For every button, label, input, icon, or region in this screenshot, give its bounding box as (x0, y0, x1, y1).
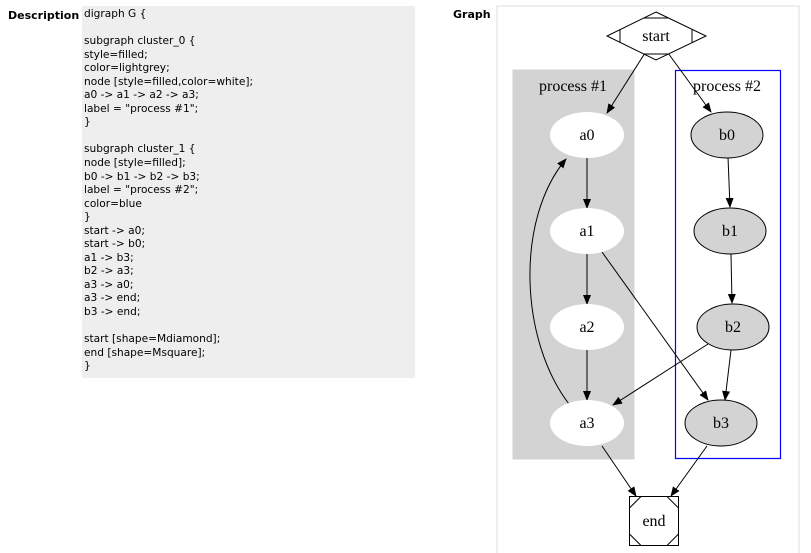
edge-b3-end (670, 445, 708, 497)
cluster-process-1-label: process #1 (539, 78, 607, 95)
cluster-process-2 (674, 69, 782, 460)
description-code-box: digraph G { subgraph cluster_0 { style=f… (82, 6, 415, 378)
graph-label: Graph (453, 8, 491, 21)
node-a1: a1 (550, 208, 624, 254)
edge-b2-b3 (722, 349, 732, 401)
svg-text:b0: b0 (719, 127, 735, 144)
edge-b2-a3 (612, 343, 709, 406)
svg-text:a0: a0 (579, 127, 594, 144)
svg-text:start: start (642, 28, 670, 45)
node-b2: b2 (696, 303, 770, 351)
svg-text:b3: b3 (713, 415, 729, 432)
node-a2: a2 (550, 304, 624, 350)
edge-b0-b1 (725, 156, 734, 208)
edge-start-a0 (606, 52, 646, 114)
graph-edges (529, 52, 736, 497)
edge-b1-b2 (727, 253, 736, 304)
description-label: Description (8, 9, 80, 22)
svg-text:end: end (642, 513, 665, 530)
cluster-process-2-label: process #2 (693, 78, 761, 95)
node-start: start (605, 11, 708, 61)
node-a0: a0 (550, 112, 624, 158)
node-b0: b0 (690, 111, 764, 159)
dot-source-code: digraph G { subgraph cluster_0 { style=f… (84, 8, 254, 373)
edge-a3-end (601, 445, 637, 497)
node-b1: b1 (693, 207, 767, 255)
edge-a1-b3 (601, 251, 709, 401)
edge-start-b0 (667, 52, 712, 113)
svg-text:b2: b2 (725, 319, 741, 336)
node-a3: a3 (550, 400, 624, 446)
svg-text:a3: a3 (579, 415, 594, 432)
edge-a3-a0 (529, 158, 570, 405)
svg-text:a1: a1 (579, 223, 594, 240)
svg-text:a2: a2 (579, 319, 594, 336)
node-end: end (629, 496, 679, 546)
svg-text:b1: b1 (722, 223, 738, 240)
node-b3: b3 (684, 399, 758, 447)
